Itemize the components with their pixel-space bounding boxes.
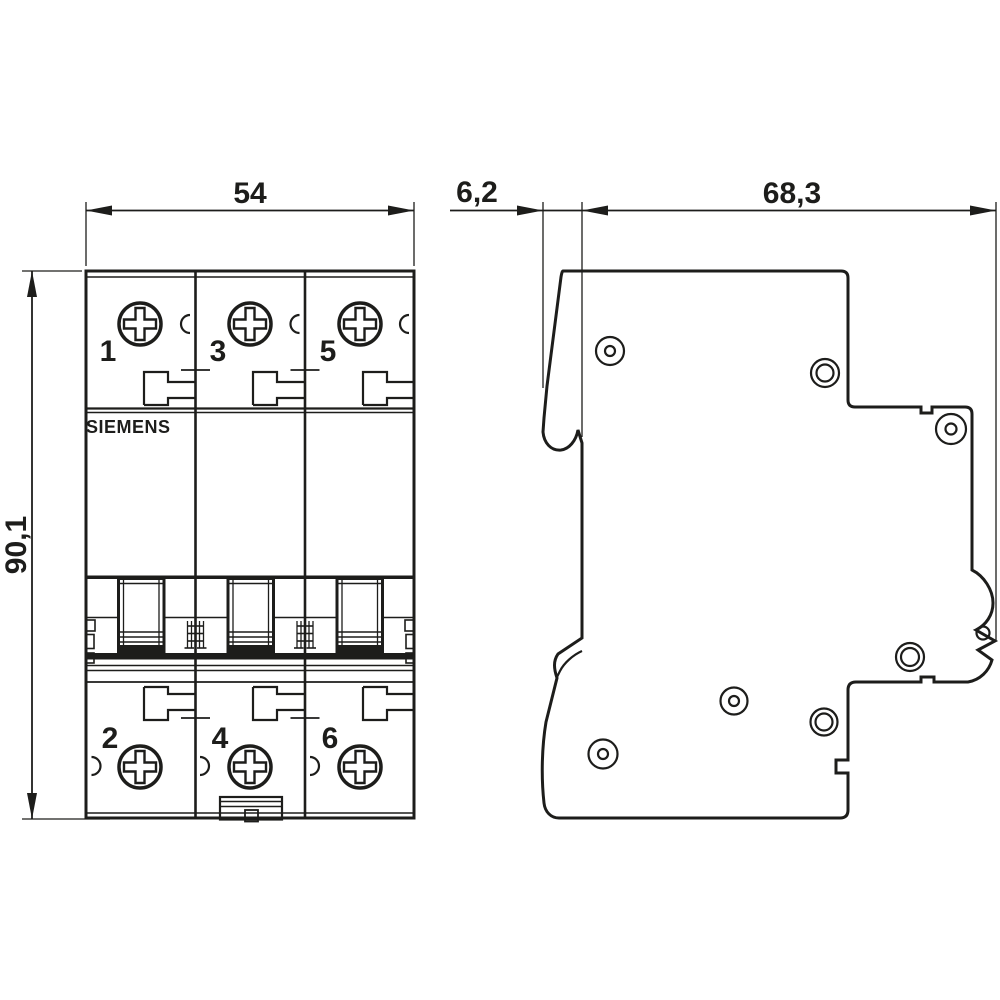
terminal-slot xyxy=(251,685,305,722)
dim-label-front-height: 90,1 xyxy=(0,516,33,574)
arrowhead-icon xyxy=(86,205,112,216)
dimension-side-offset-and-depth: 6,2 68,3 xyxy=(450,176,997,640)
terminal-slot xyxy=(361,685,414,722)
switch-lever xyxy=(226,577,275,653)
side-outline xyxy=(540,269,999,820)
pole-number: 6 xyxy=(322,722,339,755)
housing-notch xyxy=(309,755,321,777)
din-rail-clip xyxy=(218,795,284,823)
switch-lever xyxy=(117,577,166,653)
rivet-circle xyxy=(809,707,839,737)
arrowhead-icon xyxy=(27,271,37,297)
handle-tie-bar xyxy=(86,653,414,660)
dimension-front-height: 90,1 xyxy=(0,270,110,820)
front-outline xyxy=(84,269,416,820)
arrowhead-icon xyxy=(582,205,608,216)
pole-number: 4 xyxy=(212,722,229,755)
dim-label-side-offset: 6,2 xyxy=(456,176,498,209)
housing-notch xyxy=(179,313,191,335)
toggle-section xyxy=(85,575,415,683)
rivet-circle xyxy=(809,357,841,389)
terminal-screw-icon xyxy=(117,301,163,347)
terminal-screw-icon xyxy=(337,744,383,790)
terminal-screw-icon xyxy=(227,301,273,347)
housing-notch xyxy=(199,755,211,777)
pole-number: 2 xyxy=(102,722,119,755)
arrowhead-icon xyxy=(27,793,37,819)
dim-label-front-width: 54 xyxy=(233,177,267,210)
terminal-screw-icon xyxy=(117,744,163,790)
release-clip-detail xyxy=(556,649,583,678)
housing-notch xyxy=(91,755,102,777)
latch-pin xyxy=(975,625,991,641)
terminal-slot xyxy=(142,685,196,722)
rivet-circle xyxy=(934,412,968,446)
terminal-slot xyxy=(361,370,414,407)
terminal-screw-icon xyxy=(227,744,273,790)
rivet-circle xyxy=(587,738,619,770)
arrowhead-icon xyxy=(970,205,996,216)
rivet-circle xyxy=(894,641,926,673)
terminal-screw-icon xyxy=(337,301,383,347)
arrowhead-icon xyxy=(388,205,414,216)
rivet-circle xyxy=(719,686,749,716)
terminal-slot xyxy=(251,370,305,407)
pole-number: 3 xyxy=(210,335,227,368)
housing-notch xyxy=(398,313,410,335)
terminal-slot xyxy=(142,370,196,407)
housing-notch xyxy=(289,313,300,335)
dim-label-side-depth: 68,3 xyxy=(763,177,821,210)
arrowhead-icon xyxy=(517,205,543,216)
dimension-front-width: 54 xyxy=(85,177,415,266)
switch-lever xyxy=(335,577,384,653)
rivet-circle xyxy=(594,335,626,367)
pole-number: 5 xyxy=(320,335,337,368)
front-view: SIEMENS 1 3 5 2 4 6 xyxy=(84,269,416,823)
siemens-logo: SIEMENS xyxy=(86,417,171,437)
side-view xyxy=(540,269,999,820)
pole-number: 1 xyxy=(100,335,117,368)
